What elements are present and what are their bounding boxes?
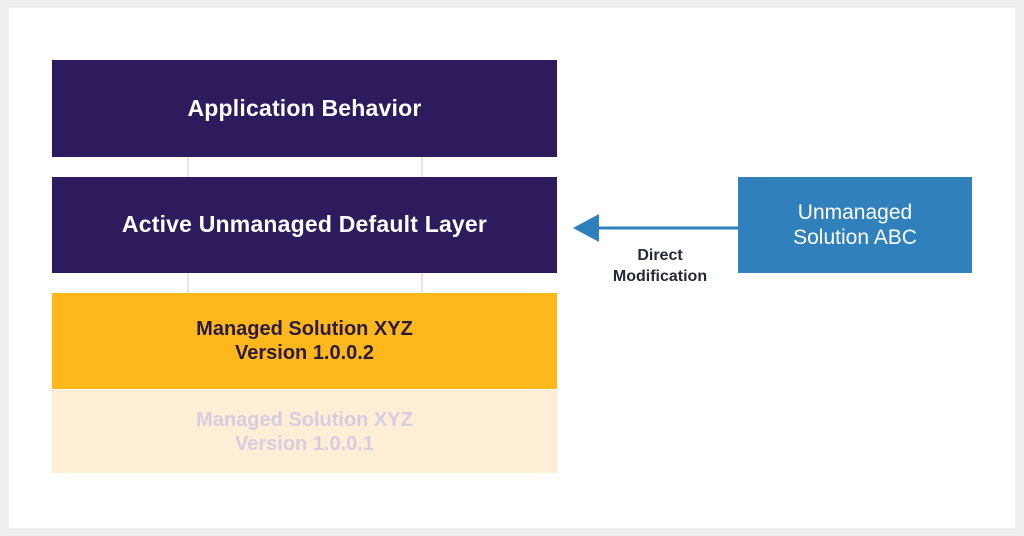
layer-box-managed-solution-previous[interactable]: Managed Solution XYZ Version 1.0.0.1 bbox=[52, 390, 557, 473]
connector-line-a2 bbox=[421, 157, 423, 177]
direct-modification-arrow-icon bbox=[565, 211, 740, 245]
diagram-card: Application Behavior Active Unmanaged De… bbox=[9, 8, 1015, 528]
layer-label-active-unmanaged-default-layer: Active Unmanaged Default Layer bbox=[121, 211, 488, 238]
node-box-unmanaged-solution-abc[interactable]: Unmanaged Solution ABC bbox=[738, 177, 972, 273]
connector-line-a1 bbox=[187, 157, 189, 177]
node-label-unmanaged-solution-abc: Unmanaged Solution ABC bbox=[793, 200, 917, 249]
connector-line-b1 bbox=[187, 273, 189, 293]
layer-label-application-behavior: Application Behavior bbox=[187, 94, 422, 121]
connector-line-b2 bbox=[421, 273, 423, 293]
diagram-canvas: Application Behavior Active Unmanaged De… bbox=[9, 8, 1015, 528]
layer-box-managed-solution-current[interactable]: Managed Solution XYZ Version 1.0.0.2 bbox=[52, 293, 557, 389]
layer-label-managed-solution-previous: Managed Solution XYZ Version 1.0.0.1 bbox=[196, 408, 413, 455]
layer-box-active-unmanaged-default-layer[interactable]: Active Unmanaged Default Layer bbox=[52, 177, 557, 273]
direct-modification-label: Direct Modification bbox=[612, 247, 708, 285]
layer-box-application-behavior[interactable]: Application Behavior bbox=[52, 60, 557, 157]
layer-label-managed-solution-current: Managed Solution XYZ Version 1.0.0.2 bbox=[196, 318, 413, 364]
